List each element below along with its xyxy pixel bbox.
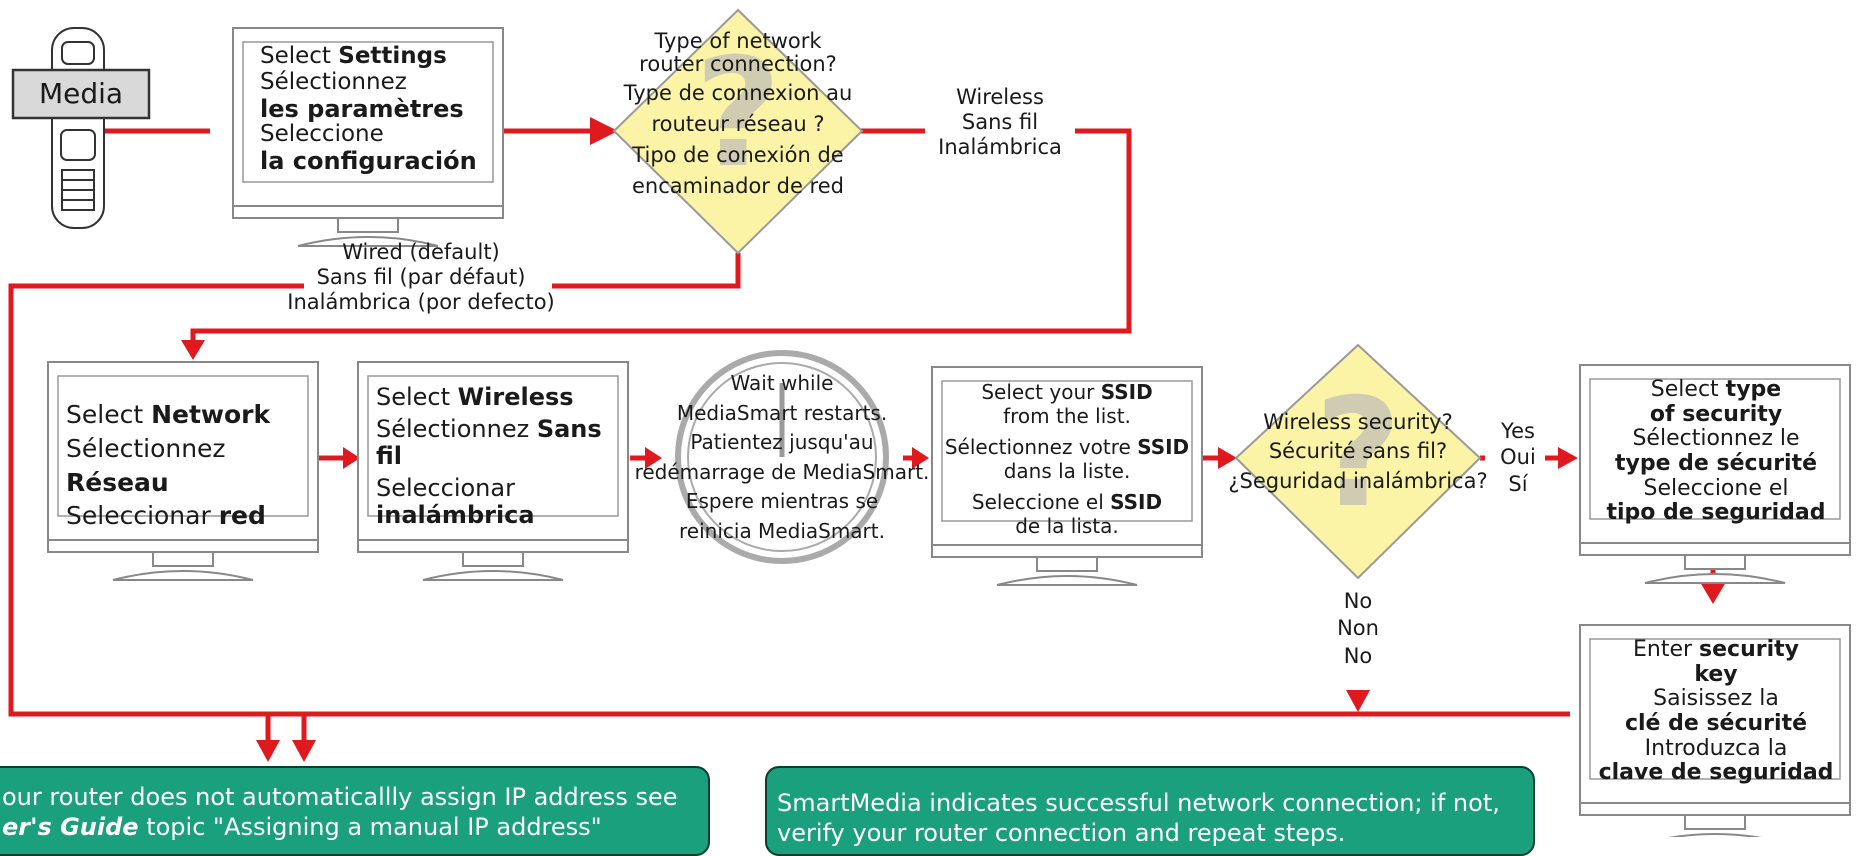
- note-manual-ip: our router does not automaticallly assig…: [0, 766, 710, 856]
- wait-clock-icon: [675, 350, 889, 564]
- media-button-label: Media: [38, 77, 124, 110]
- step-settings: Select Settings Sélectionnez les paramèt…: [260, 43, 477, 176]
- branch-yes-label: Yes Oui Sí: [1500, 419, 1536, 496]
- branch-no-label: No Non No: [1337, 589, 1379, 668]
- svg-text:?: ?: [694, 27, 781, 201]
- svg-text:?: ?: [1314, 367, 1401, 541]
- decision-diamond-connection: ?: [612, 8, 864, 255]
- note-success: SmartMedia indicates successful network …: [765, 766, 1535, 856]
- decision-diamond-security: ?: [1234, 343, 1482, 580]
- decision-security-question: Wireless security? Sécurité sans fil? ¿S…: [1228, 410, 1488, 493]
- branch-wired-label: Wired (default) Sans fil (par défaut) In…: [287, 240, 555, 314]
- step-security-type: Select type of security Sélectionnez le …: [1606, 377, 1826, 526]
- step-wireless: Select Wireless Sélectionnez Sans fil Se…: [376, 383, 602, 530]
- step-wait: Wait while MediaSmart restarts. Patiente…: [634, 371, 930, 543]
- step-ssid: Select your SSID from the list. Sélectio…: [944, 380, 1190, 538]
- step-network: Select Network Sélectionnez Réseau Selec…: [66, 400, 271, 531]
- flowchart-canvas: ? ?: [8, 8, 1851, 837]
- step-security-key: Enter security key Saisissez la clé de s…: [1598, 637, 1834, 786]
- remote-control: [51, 27, 105, 229]
- branch-wireless-label: Wireless Sans fil Inalámbrica: [938, 85, 1062, 159]
- media-button-box: [11, 68, 151, 120]
- decision-connection-question: Type of network router connection? Type …: [623, 29, 853, 199]
